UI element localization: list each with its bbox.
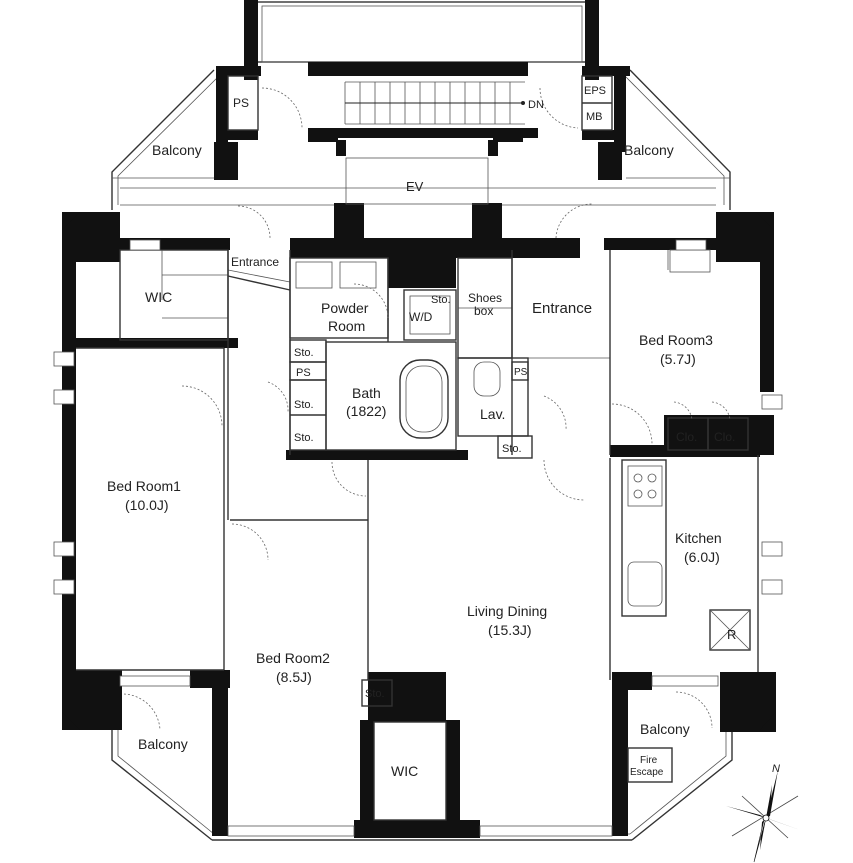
kitchen-size-label: (6.0J) (684, 549, 720, 565)
bed-room-3-size-label: (5.7J) (660, 351, 696, 367)
balcony-bottom-right-label: Balcony (640, 721, 690, 737)
balcony-top-right-label: Balcony (624, 142, 674, 158)
wd-label: W/D (409, 310, 433, 324)
bath-name-label: Bath (352, 385, 381, 401)
closet-1-label: Clo. (676, 430, 697, 444)
sto-powder-label: Sto. (431, 294, 451, 306)
sto-lav-label: Sto. (502, 443, 522, 455)
bed-room-1-size-label: (10.0J) (125, 497, 169, 513)
closet-2-label: Clo. (714, 430, 735, 444)
fire-escape-label-line2: Escape (630, 767, 664, 778)
bed-room-1-name-label: Bed Room1 (107, 478, 181, 494)
staircase (344, 81, 525, 125)
shoes-box-label-line2: box (474, 304, 493, 318)
walls (62, 0, 776, 838)
living-dining-size-label: (15.3J) (488, 622, 532, 638)
wic-bottom-label: WIC (391, 763, 418, 779)
ps-lav-label: PS (514, 367, 528, 378)
powder-room-label-line1: Powder (321, 300, 369, 316)
compass-north-label: N (772, 763, 780, 775)
kitchen-name-label: Kitchen (675, 530, 722, 546)
shoes-box-label-line1: Shoes (468, 291, 502, 305)
sto-2-label: Sto. (294, 399, 314, 411)
door-swings (123, 87, 731, 731)
wic-top-label: WIC (145, 289, 172, 305)
balcony-bottom-left-label: Balcony (138, 736, 188, 752)
eps-label: EPS (584, 85, 606, 97)
balcony-top-left-label: Balcony (152, 142, 202, 158)
powder-room-label-line2: Room (328, 318, 365, 334)
sto-bed2-label: Sto. (365, 688, 385, 700)
ev-label: EV (406, 179, 424, 194)
partitions (53, 75, 783, 837)
sto-1-label: Sto. (294, 347, 314, 359)
bed-room-3-name-label: Bed Room3 (639, 332, 713, 348)
lav-label: Lav. (480, 406, 505, 422)
sto-3-label: Sto. (294, 432, 314, 444)
mb-label: MB (586, 111, 603, 123)
dn-label: DN (528, 99, 544, 111)
bath-size-label: (1822) (346, 403, 386, 419)
compass-icon: N (726, 763, 800, 863)
refrigerator-label: R (727, 627, 736, 642)
living-dining-name-label: Living Dining (467, 603, 547, 619)
bed-room-2-name-label: Bed Room2 (256, 650, 330, 666)
entrance-main-label: Entrance (532, 300, 592, 317)
entrance-small-label: Entrance (231, 255, 279, 269)
ps-mid-label: PS (296, 367, 311, 379)
room-labels: Balcony Balcony Balcony Balcony PS EPS M… (107, 85, 736, 779)
fire-escape-label-line1: Fire (640, 755, 658, 766)
bed-room-2-size-label: (8.5J) (276, 669, 312, 685)
ps-top-label: PS (233, 96, 249, 110)
